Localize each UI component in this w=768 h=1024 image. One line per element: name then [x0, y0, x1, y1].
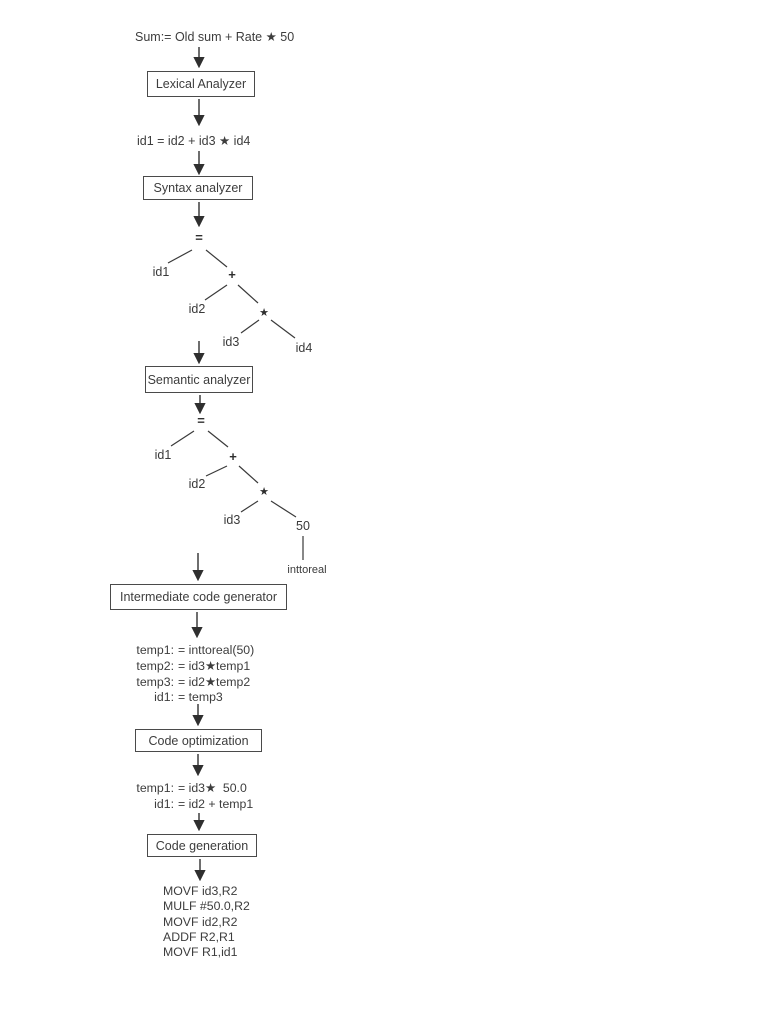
semantic-tree-node-plus: + [229, 449, 237, 464]
intermediate-code-line: temp2: = id3★temp1 [136, 658, 251, 673]
semantic-edge-star-id3 [240, 500, 259, 513]
code-optimization-label: Code optimization [148, 733, 249, 748]
token-stream-expression: id1 = id2 + id3 ★ id4 [137, 134, 251, 148]
intermediate-code-line: temp1: = inttoreal(50) [136, 643, 255, 657]
syntax-edge-plus-id2 [204, 284, 228, 301]
source-expression: Sum:= Old sum + Rate ★ 50 [135, 30, 295, 44]
code-generation-label: Code generation [155, 838, 249, 853]
semantic-tree-node-id3: id3 [223, 513, 241, 527]
code-optimization-box: Code optimization [135, 729, 262, 752]
semantic-tree-node-star: ★ [259, 486, 269, 498]
semantic-tree-node-inttoreal: inttoreal [287, 564, 327, 576]
syntax-edge-star-id3 [240, 319, 260, 334]
syntax-tree-node-id1: id1 [152, 265, 170, 279]
assembly-line: ADDF R2,R1 [163, 929, 235, 944]
semantic-edge-root-id1 [170, 430, 195, 447]
intermediate-code-line: temp3: = id2★temp2 [136, 674, 251, 689]
semantic-analyzer-box: Semantic analyzer [145, 366, 253, 393]
optimized-code-line: temp1: = id3★ 50.0 [136, 781, 247, 795]
intermediate-code-line: id1: = temp3 [154, 690, 223, 705]
syntax-analyzer-label: Syntax analyzer [153, 181, 243, 195]
generated-code-listing: MOVF id3,R2 MULF #50.0,R2 MOVF id2,R2 AD… [163, 884, 250, 960]
intermediate-code-listing: temp1: = inttoreal(50) temp2: = id3★temp… [128, 643, 254, 706]
optimized-code-line: id1: = id2 + temp1 [154, 796, 254, 811]
intermediate-code-generator-label: Intermediate code generator [119, 590, 278, 604]
syntax-edge-plus-star [237, 284, 259, 304]
optimized-code-listing: temp1: = id3★ 50.0 id1: = id2 + temp1 [128, 781, 253, 813]
assembly-line: MULF #50.0,R2 [163, 899, 250, 914]
assembly-line: MOVF id2,R2 [163, 914, 238, 929]
syntax-tree-node-plus: + [228, 267, 236, 282]
assembly-line: MOVF R1,id1 [163, 945, 238, 960]
syntax-analyzer-box: Syntax analyzer [143, 176, 253, 200]
semantic-edge-plus-id2 [205, 465, 228, 477]
lexical-analyzer-label: Lexical Analyzer [155, 77, 247, 91]
semantic-tree-node-equals: = [197, 413, 205, 428]
lexical-analyzer-box: Lexical Analyzer [147, 71, 255, 97]
syntax-tree-node-id3: id3 [222, 335, 240, 349]
intermediate-code-generator-box: Intermediate code generator [110, 584, 287, 610]
syntax-tree-node-star: ★ [259, 307, 269, 319]
semantic-tree-node-id2: id2 [188, 477, 206, 491]
syntax-edge-root-id1 [167, 249, 193, 264]
assembly-line: MOVF id3,R2 [163, 884, 238, 898]
syntax-edge-root-plus [205, 249, 228, 268]
semantic-analyzer-label: Semantic analyzer [147, 372, 251, 387]
semantic-edge-star-fifty [270, 500, 297, 518]
syntax-tree-node-id4: id4 [295, 341, 313, 355]
semantic-edge-root-plus [207, 430, 229, 448]
semantic-tree-node-id1: id1 [154, 448, 172, 462]
semantic-edge-plus-star [238, 465, 259, 484]
syntax-tree-node-equals: = [195, 230, 203, 245]
semantic-tree-node-fifty: 50 [296, 519, 310, 533]
syntax-tree-node-id2: id2 [188, 302, 206, 316]
code-generation-box: Code generation [147, 834, 257, 857]
syntax-edge-star-id4 [270, 319, 296, 339]
